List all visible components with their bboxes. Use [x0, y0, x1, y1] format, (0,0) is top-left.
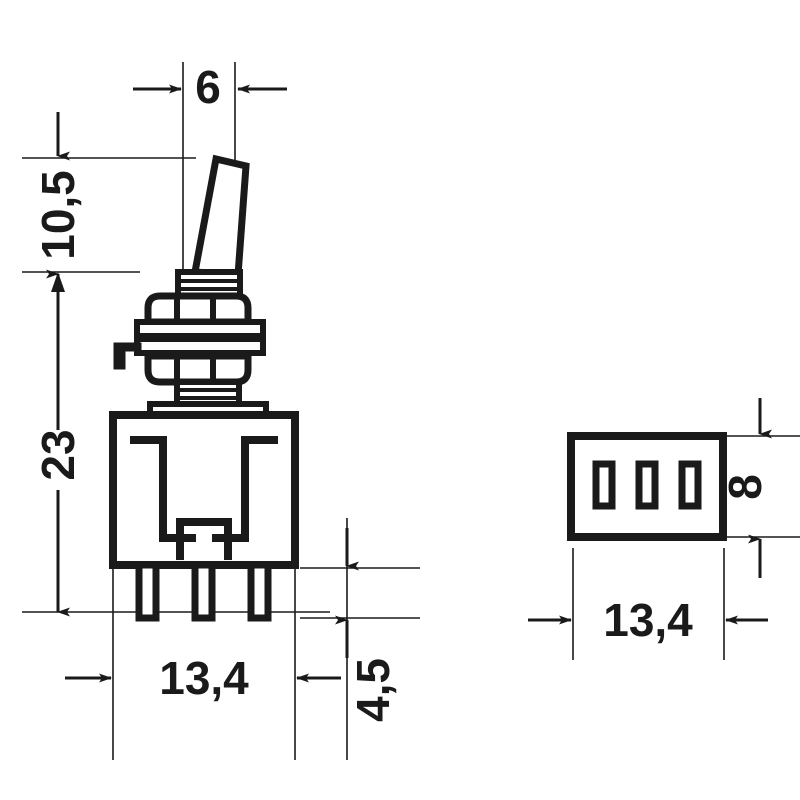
side-view-extension-lines: [22, 62, 420, 760]
anti-rotation-tab: [113, 342, 142, 370]
dim-label-body-width: 13,4: [159, 652, 249, 704]
washer-plate-upper: [134, 319, 266, 339]
hex-nut-upper: [144, 292, 252, 326]
dim-label-pin-length: 4,5: [347, 658, 399, 722]
body-inner-detail-center: [176, 518, 232, 560]
bottom-view-group: [567, 432, 800, 660]
dim-label-lever-height: 10,5: [32, 170, 84, 260]
terminal-pin-3: [247, 561, 272, 622]
bottom-view-pin-slot-3: [678, 460, 702, 510]
bottom-view-pin-slot-2: [635, 460, 659, 510]
bottom-view-dimension-lines: [528, 398, 772, 625]
hex-nut-lower: [144, 352, 252, 386]
bottom-view-pin-slot-1: [592, 460, 616, 510]
terminal-pin-1: [135, 561, 160, 622]
threaded-bushing: [174, 379, 242, 407]
lever-collar: [175, 269, 243, 299]
terminal-pin-2: [191, 561, 216, 622]
washer-plate-lower: [134, 336, 266, 356]
dim-label-bottom-depth: 8: [719, 474, 771, 500]
dim-label-total-height: 23: [32, 429, 84, 480]
dim-label-lever-width: 6: [195, 61, 221, 113]
dim-arrow-total-height-top: [51, 272, 65, 292]
side-view-group: [22, 62, 420, 760]
dim-label-bottom-width: 13,4: [603, 594, 693, 646]
